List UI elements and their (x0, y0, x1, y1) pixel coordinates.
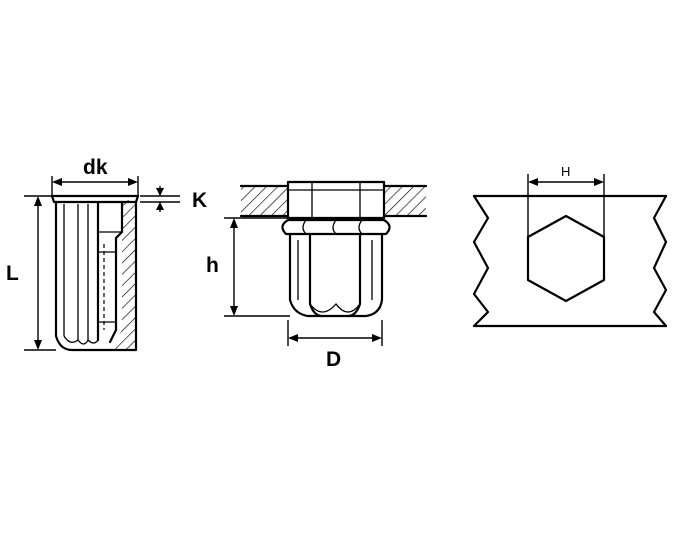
dk-arrow-right (128, 178, 138, 186)
bulged-collar (281, 218, 391, 236)
d-label: D (326, 348, 341, 371)
dk-label: dk (83, 156, 108, 179)
h-arrow-bottom (230, 306, 238, 316)
plate-hatch-right (384, 186, 426, 216)
l-label: L (6, 262, 19, 285)
k-arrow-top (156, 188, 164, 196)
h-label: h (206, 254, 219, 277)
l-arrow-top (34, 196, 42, 206)
d-arrow-left (288, 334, 298, 342)
nut-thread-wall (108, 200, 124, 344)
rivet-nut-section-view: dk K L (6, 156, 207, 352)
plate-break-right (652, 194, 668, 328)
plate-hatch-left (241, 186, 288, 216)
collar-lobe-1 (302, 219, 307, 235)
nut-shank-in-plate (286, 180, 386, 220)
k-label: K (192, 189, 207, 212)
hex-body (288, 232, 384, 318)
hex-face-1 (308, 232, 324, 318)
collar-lobe-3 (358, 219, 363, 235)
hex-bottom-curve (309, 302, 361, 313)
plate-outline-left (239, 184, 290, 218)
section-hatching (110, 200, 136, 350)
hex-h-arrow-right (594, 178, 604, 186)
hex-h-arrow-left (528, 178, 538, 186)
k-arrow-bottom (156, 202, 164, 210)
hex-hole-plate-view: H (472, 164, 668, 328)
hex-face-2 (346, 232, 362, 318)
hex-h-label: H (561, 164, 570, 179)
collar-lobe-2 (332, 219, 337, 235)
d-arrow-right (372, 334, 382, 342)
h-arrow-top (230, 218, 238, 228)
nut-body-left-wall (54, 200, 138, 352)
nut-flange (50, 194, 140, 204)
dk-arrow-left (52, 178, 62, 186)
l-arrow-bottom (34, 340, 42, 350)
installed-nut-side-view: h D (206, 180, 428, 371)
nut-bottom-edge (63, 335, 99, 345)
hex-hole (526, 214, 606, 303)
plate-break-left (472, 194, 490, 328)
plate-outline-right (382, 184, 428, 218)
